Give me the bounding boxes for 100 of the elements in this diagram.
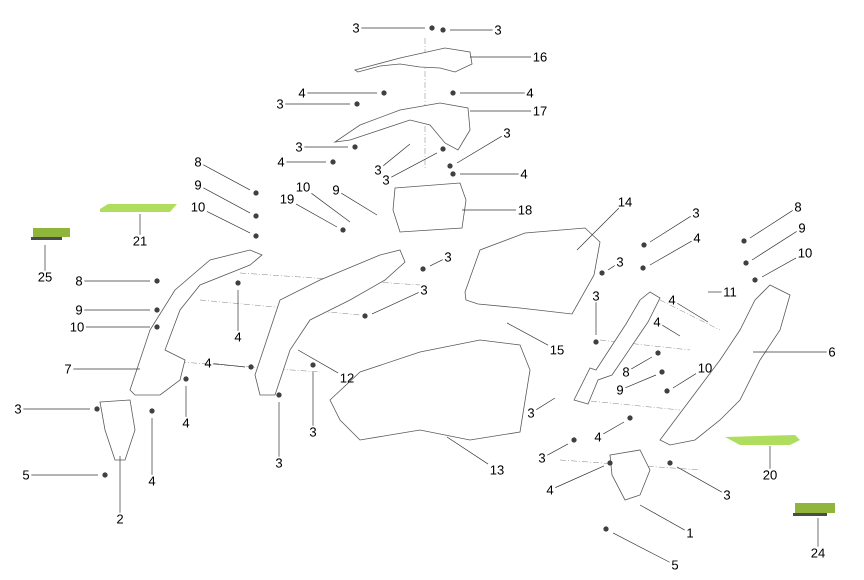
leader-line — [202, 188, 250, 214]
callout-number: 9 — [76, 305, 82, 315]
leader-line — [608, 265, 616, 270]
callout-number: 8 — [76, 276, 82, 286]
leader-line — [650, 240, 692, 266]
leader-line — [296, 204, 338, 228]
callout-number: 4 — [594, 432, 602, 442]
callout-number: 3 — [494, 25, 502, 35]
callout-number: 21 — [133, 236, 147, 246]
callout-number: 10 — [698, 363, 712, 373]
callout-number: 18 — [518, 205, 532, 215]
callout-number: 8 — [194, 157, 202, 167]
callout-number: 16 — [534, 52, 547, 62]
callout-number: 6 — [829, 347, 836, 357]
leader-line — [554, 466, 604, 488]
callout-number: 4 — [668, 296, 676, 304]
callout-number: 13 — [490, 465, 504, 475]
leader-line — [470, 56, 532, 58]
callout-number: 4 — [526, 88, 534, 98]
callout-number: 10 — [798, 248, 812, 258]
leader-line — [624, 374, 656, 388]
callout-number: 4 — [520, 170, 528, 178]
leader-line — [460, 92, 526, 94]
callout-number: 1 — [687, 528, 693, 538]
callout-number: 3 — [528, 408, 534, 418]
callout-number: 3 — [296, 142, 302, 152]
callout-number: 24 — [811, 548, 825, 558]
leader-line — [278, 402, 280, 458]
callout-number: 25 — [38, 272, 52, 282]
callout-number: 3 — [616, 257, 624, 267]
callout-number: 9 — [617, 385, 623, 395]
callout-number: 10 — [192, 202, 205, 212]
callout-number: 4 — [694, 234, 700, 242]
leader-line — [676, 466, 722, 492]
callout-number: 15 — [550, 345, 564, 355]
leader-line — [676, 302, 708, 322]
callout-number: 8 — [622, 367, 630, 377]
leader-line — [602, 422, 624, 434]
leader-line — [44, 244, 46, 272]
callout-number: 3 — [592, 291, 600, 301]
leader-line — [306, 92, 378, 94]
leader-line — [662, 324, 680, 336]
callout-number: 9 — [799, 223, 805, 233]
callout-number: 20 — [763, 470, 777, 480]
callout-number: 10 — [296, 182, 310, 192]
callout-number: 3 — [352, 23, 360, 33]
leader-line — [630, 356, 652, 370]
callout-number: 3 — [692, 208, 700, 218]
callout-number: 4 — [148, 476, 156, 486]
leader-line — [298, 350, 338, 374]
leader-line — [372, 292, 420, 314]
leader-line — [536, 398, 556, 410]
callout-number: 3 — [444, 252, 452, 262]
callout-number: 3 — [724, 490, 730, 500]
callout-number: 7 — [65, 364, 71, 374]
callout-number: 4 — [204, 358, 212, 368]
leader-line — [430, 259, 444, 266]
callout-number: 4 — [654, 318, 660, 326]
callout-number: 3 — [374, 165, 382, 175]
leader-line — [750, 210, 794, 238]
leader-line — [84, 280, 150, 282]
leader-line — [650, 216, 692, 242]
leader-line — [762, 258, 796, 278]
callout-number: 9 — [195, 180, 201, 190]
leader-line — [86, 326, 150, 328]
leader-line — [206, 211, 250, 234]
callout-number: 14 — [618, 198, 632, 206]
leader-line — [672, 373, 696, 388]
leader-line — [312, 372, 314, 426]
leader-line — [456, 136, 502, 164]
leader-line — [752, 231, 798, 260]
callout-number: 9 — [333, 185, 339, 195]
callout-number: 3 — [538, 453, 546, 463]
leader-line — [212, 363, 246, 368]
leader-line — [22, 408, 90, 410]
callout-number: 4 — [298, 88, 306, 98]
callout-number: 4 — [546, 486, 554, 494]
leader-line — [304, 146, 348, 148]
leader-line — [72, 368, 140, 370]
callout-number: 10 — [70, 322, 84, 332]
leader-line — [546, 444, 568, 456]
leader-line — [640, 504, 686, 530]
leader-line — [446, 436, 488, 464]
leader-line — [340, 192, 378, 216]
leader-line — [506, 322, 548, 346]
callout-number: 3 — [310, 427, 316, 437]
leader-line — [390, 152, 438, 178]
leader-line — [470, 110, 532, 112]
callout-number: 19 — [280, 194, 294, 204]
callout-number: 4 — [278, 158, 284, 166]
leader-line — [202, 164, 250, 190]
callout-number: 4 — [182, 418, 190, 428]
leader-line — [311, 192, 350, 222]
callout-number: 3 — [276, 458, 282, 468]
leader-line — [576, 208, 620, 250]
callout-number: 3 — [504, 128, 510, 138]
callout-number: 4 — [234, 332, 242, 342]
callout-number: 8 — [794, 202, 802, 212]
leader-line — [30, 474, 98, 476]
callout-number: 3 — [14, 404, 22, 414]
